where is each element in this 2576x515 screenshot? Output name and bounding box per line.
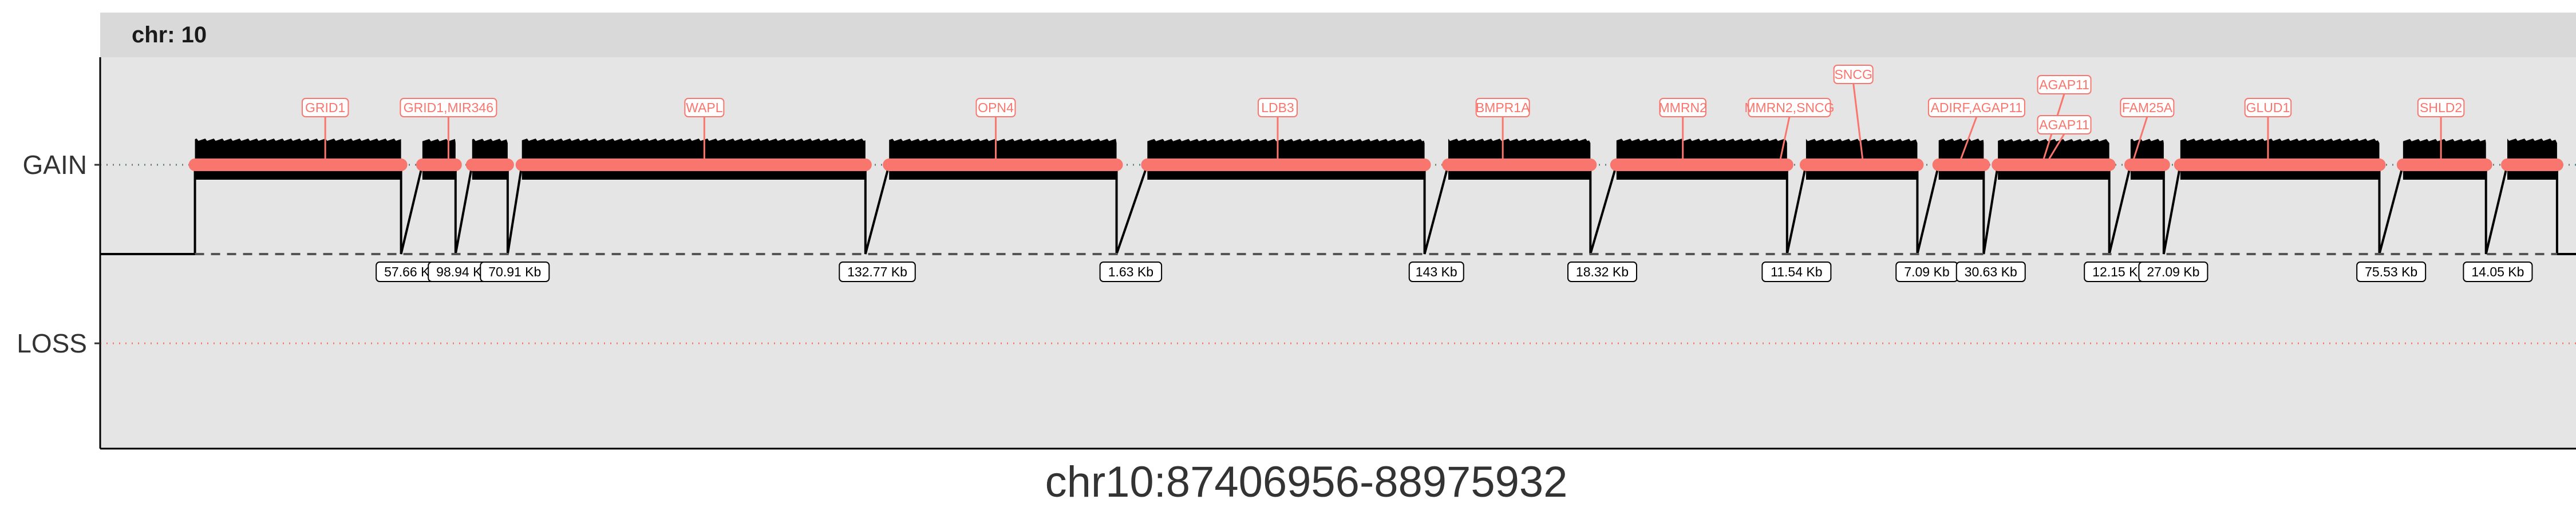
gene-label: MMRN2 [1659,100,1707,115]
gap-label-box [2138,262,2208,282]
coverage-jitter [472,138,508,143]
gene-label: ADIRF,AGAP11 [1931,100,2023,115]
coverage-jitter [195,138,401,143]
gene-label: OPN4 [978,100,1014,115]
gene-label: BMPR1A [1476,100,1530,115]
gap-label: 30.63 Kb [1965,264,2017,279]
gap-label-box [1955,262,2026,282]
coverage-jitter [422,138,456,143]
gene-label-box [1833,65,1874,84]
gap-label: 70.91 Kb [488,264,541,279]
gene-label: MMRN2,SNCG [1744,100,1834,115]
coverage-jitter [1938,138,1984,143]
gap-label: 11.54 Kb [1771,264,1822,279]
gene-label-box [2037,115,2092,134]
gene-label: AGAP11 [2039,77,2089,92]
gene-label: WAPL [686,100,723,115]
gene-label-box [975,98,1016,117]
gene-leader-line [1779,116,1791,162]
gap-label-box [2463,262,2533,282]
gap-label: 143 Kb [1416,264,1457,279]
gene-leader-line [1852,83,1864,162]
gene-label: FAM25A [2122,100,2173,115]
gap-label-box [1567,262,1637,282]
gap-label: 75.53 Kb [2365,264,2417,279]
gene-label: AGAP11 [2039,117,2089,132]
gap-label-box [839,262,916,282]
gene-label-box [684,98,725,117]
gene-label-box [2037,75,2092,94]
gene-label-box [1748,98,1831,117]
coverage-jitter [521,138,866,143]
gene-label: SNCG [1834,67,1872,82]
y-tick-loss: LOSS [17,328,87,358]
gene-label: GRID1 [305,100,345,115]
gene-label-box [1659,98,1706,117]
facet-label: chr: 10 [132,22,207,47]
coverage-jitter [1616,138,1787,143]
gene-label: GLUD1 [2246,100,2290,115]
gap-label: 18.32 Kb [1576,264,1629,279]
gap-label-box [2356,262,2427,282]
gap-label-box [1099,262,1163,282]
gap-label: 14.05 Kb [2471,264,2524,279]
gene-label-box [1475,98,1530,117]
gap-label-box [480,262,550,282]
gene-label: GRID1,MIR346 [404,100,493,115]
coverage-jitter [1805,138,1918,143]
gene-label-box [1927,98,2025,117]
coverage-jitter [2180,138,2380,143]
gene-label-box [400,98,497,117]
coverage-jitter [1147,138,1425,143]
gap-label: 132.77 Kb [847,264,907,279]
gene-leader-line [2046,133,2065,162]
baseline-layer [100,164,2576,344]
gene-label-box [2120,98,2175,117]
gene-label: LDB3 [1261,100,1294,115]
gap-label: 12.15 Kb [2092,264,2145,279]
coverage-jitter [2403,138,2486,143]
coverage-jitter [1448,138,1591,143]
coverage-jitter [889,138,1117,143]
gene-label: SHLD2 [2420,100,2462,115]
y-tick-gain: GAIN [23,150,87,180]
gap-label: 27.09 Kb [2147,264,2199,279]
gap-label-box [1761,262,1832,282]
gene-labels: GRID1 GRID1,MIR346 WAPL OPN4 LDB3 BMPR1A MMRN2… [301,65,2465,162]
coverage-jitter [2507,138,2557,143]
gap-label: 1.63 Kb [1108,264,1153,279]
gene-label-box [2244,98,2292,117]
gene-label-box [301,98,349,117]
coverage-jitter [1998,138,2109,143]
gap-label-box [1408,262,1464,282]
gene-leader-line [1959,116,1978,162]
gene-leader-line [2132,116,2148,162]
gene-label-box [2417,98,2465,117]
gap-label: 7.09 Kb [1904,264,1949,279]
gene-label-box [1257,98,1298,117]
x-axis-title: chr10:87406956-88975932 [1045,458,1568,506]
strip-background [100,13,2576,57]
